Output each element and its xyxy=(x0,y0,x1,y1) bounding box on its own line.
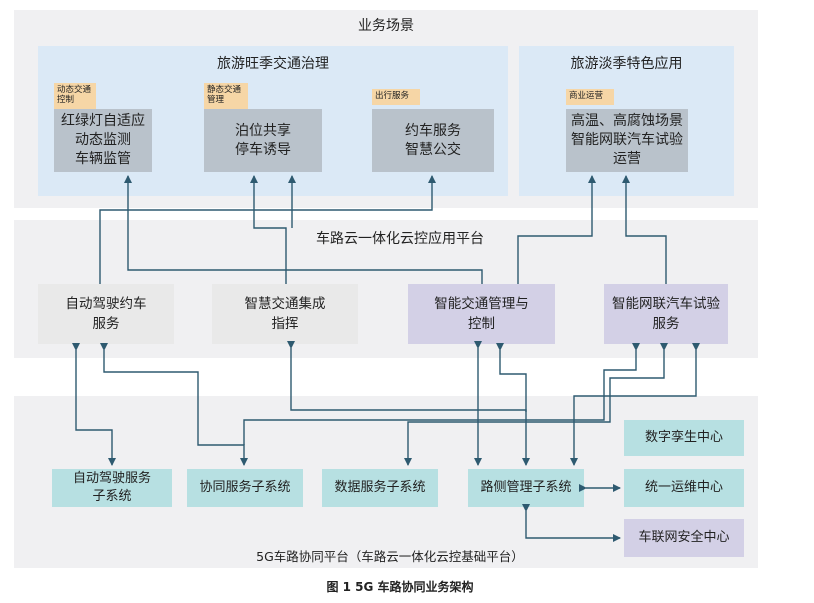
center-unified-operations: 统一运维中心 xyxy=(624,469,744,507)
service-traffic-management-control: 智能交通管理与 控制 xyxy=(408,284,555,344)
business-scenarios-title: 业务场景 xyxy=(358,18,414,34)
arrow-roadside-to-security xyxy=(522,504,621,542)
tag-static-traffic-management: 静态交通 管理 xyxy=(204,83,248,109)
cloud-application-platform-title: 车路云一体化云控应用平台 xyxy=(316,231,484,247)
figure-caption: 图 1 5G 车路协同业务架构 xyxy=(326,579,474,594)
subsystem-cooperative-service: 协同服务子系统 xyxy=(187,469,303,507)
arrow-traffic-to-roadside-right xyxy=(496,343,527,412)
scenario-box-vehicle-testing: 高温、高腐蚀场景 智能网联汽车试验 运营 xyxy=(566,109,688,172)
subsystem-roadside-management: 路侧管理子系统 xyxy=(468,469,584,507)
scenario-box-parking: 泊位共享 停车诱导 xyxy=(204,109,322,172)
tag-commercial-operation: 商业运营 xyxy=(566,89,614,105)
arrow-ride-to-rideboxes xyxy=(99,175,436,284)
service-smart-traffic-command: 智慧交通集成 指挥 xyxy=(212,284,358,344)
scenario-box-traffic-lights: 红绿灯自适应 动态监测 车辆监管 xyxy=(54,109,152,172)
peak-season-panel-title: 旅游旺季交通治理 xyxy=(217,56,329,72)
service-connected-vehicle-testing: 智能网联汽车试验 服务 xyxy=(604,284,728,344)
tag-travel-service: 出行服务 xyxy=(372,89,420,105)
subsystem-data-service: 数据服务子系统 xyxy=(322,469,438,507)
arrow-traffic-to-lights xyxy=(124,175,483,284)
arrow-command-to-parking-left xyxy=(250,175,287,284)
tag-dynamic-traffic-control: 动态交通 控制 xyxy=(54,83,96,109)
arrow-vehicle-test-to-roadside xyxy=(570,343,700,466)
arrow-ride-to-ad-subsystem xyxy=(72,343,116,466)
scenario-box-ride-hailing: 约车服务 智慧公交 xyxy=(372,109,494,172)
v2x-platform-title: 5G车路协同平台（车路云一体化云控基础平台） xyxy=(256,548,524,564)
off-season-panel-title: 旅游淡季特色应用 xyxy=(570,56,683,72)
arrow-vehicle-test-to-testing xyxy=(622,175,667,284)
subsystem-autonomous-driving: 自动驾驶服务 子系统 xyxy=(52,469,172,507)
service-autonomous-ride-hailing: 自动驾驶约车 服务 xyxy=(38,284,174,344)
arrow-vehicle-test-to-cooperative xyxy=(243,343,640,445)
center-vehicle-network-security: 车联网安全中心 xyxy=(624,519,744,557)
arrow-traffic-to-testing xyxy=(517,175,596,284)
arrow-vehicle-test-to-data xyxy=(404,343,668,466)
arrow-ride-to-cooperative xyxy=(100,343,248,466)
